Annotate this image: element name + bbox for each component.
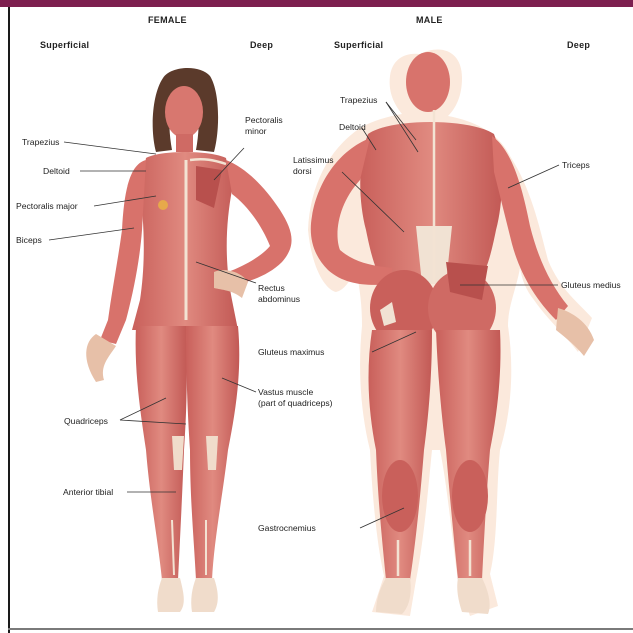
label-deltoid-female: Deltoid (43, 166, 70, 176)
male-head (406, 52, 450, 112)
label-gluteus-maximus: Gluteus maximus (258, 347, 324, 357)
female-nipple (158, 200, 168, 210)
male-calf-left (382, 460, 418, 532)
label-trapezius-female: Trapezius (22, 137, 59, 147)
male-calf-right (452, 460, 488, 532)
label-quadriceps: Quadriceps (64, 416, 108, 426)
label-trapezius-male: Trapezius (340, 95, 377, 105)
female-title: FEMALE (148, 15, 187, 25)
female-foot-left (157, 578, 184, 612)
label-vastus-line1: Vastus muscle (258, 387, 313, 397)
female-head (165, 86, 203, 138)
label-latissimus-line2: dorsi (293, 166, 312, 176)
female-arm-right (226, 160, 292, 286)
male-foot-left (376, 578, 411, 614)
label-deltoid-male: Deltoid (339, 122, 366, 132)
male-body (308, 49, 594, 616)
label-vastus-line2: (part of quadriceps) (258, 398, 333, 408)
female-foot-right (191, 578, 218, 612)
male-superficial-heading: Superficial (334, 40, 383, 50)
label-rectus-line1: Rectus (258, 283, 285, 293)
label-biceps: Biceps (16, 235, 42, 245)
female-neck (176, 134, 193, 152)
female-superficial-heading: Superficial (40, 40, 89, 50)
label-pectoralis-major: Pectoralis major (16, 201, 78, 211)
label-anterior-tibial: Anterior tibial (63, 487, 113, 497)
label-triceps: Triceps (562, 160, 590, 170)
label-latissimus-line1: Latissimus (293, 155, 334, 165)
male-deep-heading: Deep (567, 40, 590, 50)
label-pectoralis-minor-line2: minor (245, 126, 267, 136)
label-rectus-line2: abdominus (258, 294, 300, 304)
leader-trapezius-f (64, 142, 156, 154)
female-knee-right (206, 436, 218, 470)
label-pectoralis-minor-line1: Pectoralis (245, 115, 283, 125)
female-knee-left (172, 436, 184, 470)
male-leg-left (369, 330, 432, 580)
label-gastrocnemius: Gastrocnemius (258, 523, 316, 533)
female-deep-heading: Deep (250, 40, 273, 50)
label-gluteus-medius: Gluteus medius (561, 280, 621, 290)
male-title: MALE (416, 15, 443, 25)
